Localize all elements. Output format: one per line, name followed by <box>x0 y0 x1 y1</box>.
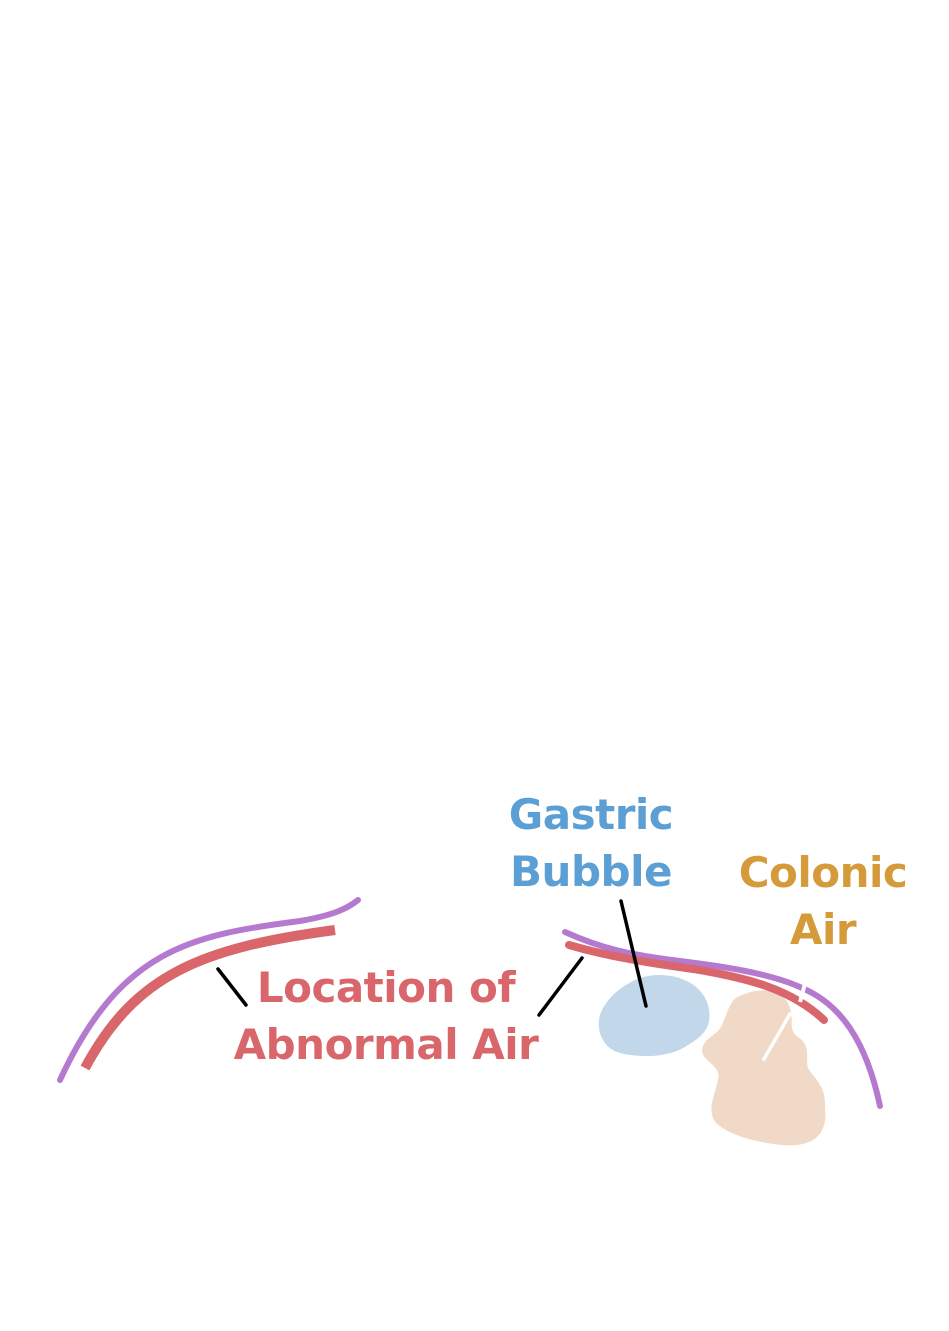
left-diaphragm-line <box>57 897 361 1083</box>
colonic-line-gap <box>798 979 808 1003</box>
colonic-air-shape <box>702 990 826 1146</box>
gastric-leader-line <box>619 899 648 1008</box>
abnormal-right-leader-line <box>537 956 584 1017</box>
colonic-air-label-line2: Air <box>789 905 857 954</box>
gastric-bubble-label-line2: Bubble <box>510 847 672 896</box>
abnormal-air-label: Location of Abnormal Air <box>226 959 546 1073</box>
colonic-air-label-line1: Colonic <box>738 848 908 897</box>
left-abnormal-air-line <box>80 925 336 1071</box>
right-diaphragm-line <box>562 929 883 1109</box>
abnormal-air-label-line1: Location of <box>256 963 516 1012</box>
abnormal-left-leader-line <box>216 967 248 1007</box>
gastric-bubble-label-line1: Gastric <box>508 790 674 839</box>
colonic-leader-line <box>762 1012 792 1061</box>
gastric-bubble-shape <box>598 975 710 1057</box>
colonic-air-label: Colonic Air <box>733 844 913 958</box>
abnormal-air-label-line2: Abnormal Air <box>233 1020 539 1069</box>
gastric-bubble-label: Gastric Bubble <box>500 786 682 900</box>
right-abnormal-air-line <box>565 941 828 1024</box>
